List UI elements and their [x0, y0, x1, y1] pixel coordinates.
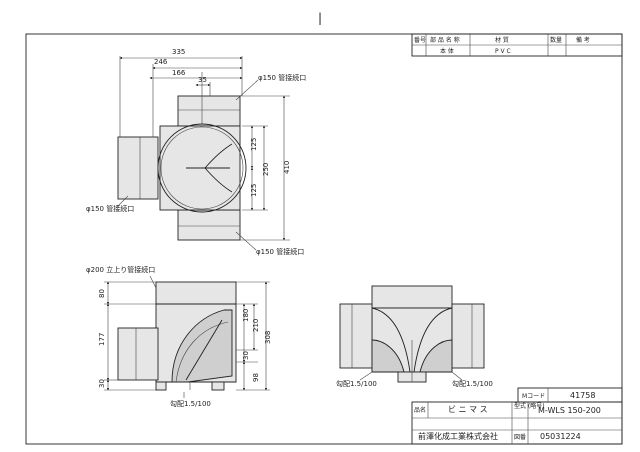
dim-246: 246 — [154, 58, 168, 66]
label-front-slope: 勾配1.5/100 — [170, 399, 211, 408]
drawing-no-label: 図番 — [514, 434, 526, 441]
label-side-slope-right: 勾配1.5/100 — [452, 379, 493, 388]
drawing-border — [25, 33, 623, 445]
parts-header-qty: 数量 — [550, 36, 562, 44]
top-marker: | — [318, 11, 322, 25]
mcode-value: 41758 — [570, 391, 595, 400]
label-side-slope-left: 勾配1.5/100 — [336, 379, 377, 388]
model-label: 型式 (略号) — [514, 402, 545, 410]
dim-30-left: 30 — [98, 379, 106, 388]
plan-view: 335 246 166 35 125 250 125 410 φ150 管接続口… — [86, 48, 306, 256]
side-view: 勾配1.5/100 勾配1.5/100 — [336, 285, 493, 388]
dim-125-a: 125 — [250, 138, 258, 151]
title-block: Mコード 41758 品名 ビ ニ マ ス 型式 (略号) M-WLS 150-… — [411, 387, 623, 445]
name-value: ビ ニ マ ス — [448, 405, 488, 414]
dim-98: 98 — [252, 373, 260, 382]
front-view: 80 177 30 180 210 30 98 308 φ200 立上り管接続口… — [86, 265, 272, 408]
drawing-no-value: 05031224 — [540, 432, 581, 441]
parts-header-no: 番号 — [414, 37, 426, 44]
parts-header-material: 材 質 — [495, 36, 509, 44]
label-plan-top-right: φ150 管接続口 — [258, 73, 306, 82]
company-name: 前澤化成工業株式会社 — [418, 431, 498, 441]
dim-250: 250 — [262, 163, 270, 176]
dim-410: 410 — [283, 161, 291, 174]
parts-row-name: 本 体 — [440, 47, 454, 55]
dim-80: 80 — [98, 289, 106, 298]
mcode-label: Mコード — [522, 393, 545, 400]
parts-header-note: 備 考 — [576, 36, 590, 44]
dim-177: 177 — [98, 333, 106, 346]
dim-210: 210 — [252, 319, 260, 332]
dim-35: 35 — [198, 76, 207, 84]
parts-table: 番号 部 品 名 称 材 質 数量 備 考 本 体 P V C — [411, 33, 623, 57]
dim-30-right: 30 — [242, 351, 250, 360]
dim-180: 180 — [242, 309, 250, 322]
dim-308: 308 — [264, 331, 272, 344]
dim-125-b: 125 — [250, 184, 258, 197]
parts-row-material: P V C — [495, 48, 511, 55]
model-value: M-WLS 150-200 — [538, 406, 601, 415]
label-plan-left: φ150 管接続口 — [86, 204, 134, 213]
dim-166: 166 — [172, 69, 186, 77]
label-plan-bottom-right: φ150 管接続口 — [256, 247, 304, 256]
label-front-top: φ200 立上り管接続口 — [86, 265, 155, 274]
name-label: 品名 — [414, 406, 426, 414]
parts-header-name: 部 品 名 称 — [430, 36, 460, 44]
dim-335: 335 — [172, 48, 185, 56]
